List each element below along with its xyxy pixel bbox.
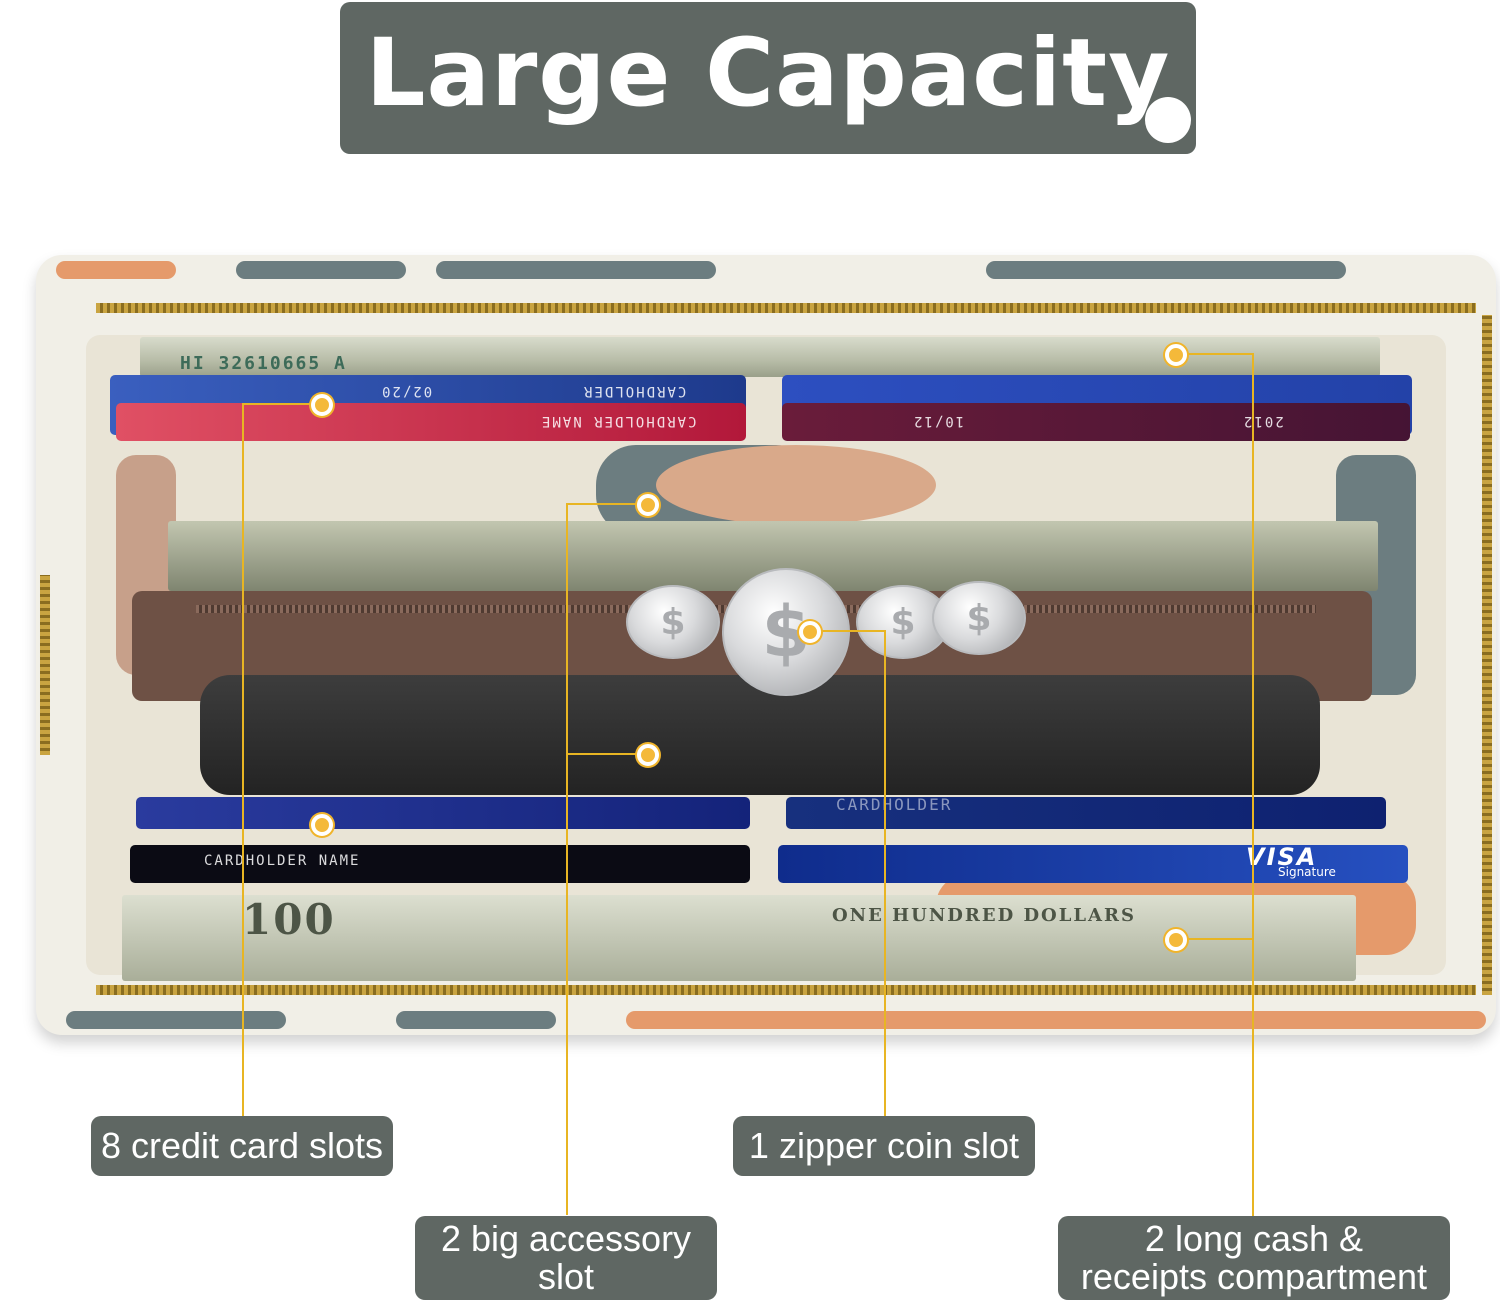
visa-logo-text: VISA bbox=[1246, 845, 1318, 871]
pattern-stripe bbox=[626, 1011, 1486, 1029]
coin-symbol: $ bbox=[966, 597, 992, 639]
visa-signature-text: Signature bbox=[1278, 865, 1336, 879]
callout-line-accessory bbox=[566, 503, 568, 1215]
credit-card bbox=[136, 797, 750, 829]
coin-symbol: $ bbox=[660, 601, 686, 643]
pattern-stripe bbox=[66, 1011, 286, 1029]
zipper-top bbox=[96, 303, 1476, 313]
credit-card: CARDHOLDER NAME bbox=[130, 845, 750, 883]
callout-line-cash bbox=[1252, 353, 1254, 1216]
cash-bill-top: HI 32610665 A bbox=[140, 337, 1380, 377]
callout-marker bbox=[799, 621, 821, 643]
label-accessory-line1: 2 big accessory bbox=[440, 1218, 692, 1259]
card-date-text: 10/12 bbox=[912, 413, 965, 429]
card-name-text: CARDHOLDER NAME bbox=[539, 413, 696, 429]
callout-line-credit-cards bbox=[242, 403, 244, 1118]
card-holder-text: CARDHOLDER bbox=[836, 797, 953, 814]
phone bbox=[200, 675, 1320, 795]
title-dot-decoration bbox=[1145, 97, 1191, 143]
pattern-stripe bbox=[236, 261, 406, 279]
label-credit-card-slots-text: 8 credit card slots bbox=[100, 1125, 384, 1166]
pattern-stripe bbox=[986, 261, 1346, 279]
label-cash-line2: receipts compartment bbox=[1080, 1256, 1428, 1297]
label-coin-slot-text: 1 zipper coin slot bbox=[748, 1125, 1020, 1166]
card-date-text: 02/20 bbox=[380, 383, 433, 399]
credit-card: CARDHOLDER bbox=[786, 797, 1386, 829]
callout-marker bbox=[637, 494, 659, 516]
pattern-stripe bbox=[56, 261, 176, 279]
zipper-left bbox=[40, 575, 50, 755]
credit-card: CARDHOLDER NAME bbox=[116, 403, 746, 441]
wallet-illustration: HI 32610665 A CARDHOLDER 02/20 CARDHOLDE… bbox=[36, 255, 1496, 1035]
label-cash-line1: 2 long cash & bbox=[1144, 1218, 1364, 1259]
pattern-shape bbox=[656, 445, 936, 525]
coin: $ bbox=[722, 568, 850, 696]
coin: $ bbox=[626, 585, 720, 659]
callout-line-coin bbox=[808, 630, 886, 632]
card-name-text: CARDHOLDER NAME bbox=[204, 853, 361, 869]
callout-marker bbox=[1165, 929, 1187, 951]
callout-line-accessory bbox=[566, 503, 646, 505]
label-cash-compartment: 2 long cash & receipts compartment bbox=[1058, 1216, 1450, 1300]
callout-marker bbox=[311, 394, 333, 416]
bill-denomination: 100 bbox=[242, 895, 336, 944]
callout-line-cash bbox=[1174, 353, 1254, 355]
bill-serial: HI 32610665 A bbox=[180, 353, 347, 374]
label-accessory-slot: 2 big accessory slot bbox=[415, 1216, 717, 1300]
label-coin-slot: 1 zipper coin slot bbox=[733, 1116, 1035, 1176]
card-holder-text: CARDHOLDER bbox=[581, 383, 686, 399]
page-title: Large Capacity bbox=[365, 18, 1171, 128]
credit-card: VISA Signature bbox=[778, 845, 1408, 883]
coin: $ bbox=[932, 581, 1026, 655]
callout-line-coin bbox=[884, 630, 886, 1116]
zipper-right bbox=[1482, 315, 1492, 995]
card-year-text: 2012 bbox=[1242, 413, 1284, 429]
pattern-stripe bbox=[436, 261, 716, 279]
callout-line-accessory bbox=[566, 753, 646, 755]
credit-card: 10/12 2012 bbox=[782, 403, 1410, 441]
zipper-bottom bbox=[96, 985, 1476, 995]
callout-marker bbox=[311, 814, 333, 836]
cash-bill-bottom: 100 ONE HUNDRED DOLLARS bbox=[122, 895, 1356, 981]
callout-marker bbox=[1165, 344, 1187, 366]
label-credit-card-slots: 8 credit card slots bbox=[91, 1116, 393, 1176]
label-accessory-line2: slot bbox=[537, 1256, 595, 1297]
title-banner: Large Capacity bbox=[340, 2, 1196, 154]
callout-marker bbox=[637, 744, 659, 766]
callout-line-cash bbox=[1174, 938, 1254, 940]
bill-denomination-words: ONE HUNDRED DOLLARS bbox=[832, 905, 1136, 926]
pattern-stripe bbox=[396, 1011, 556, 1029]
coin-symbol: $ bbox=[890, 601, 916, 643]
callout-line-credit-cards bbox=[242, 403, 320, 405]
